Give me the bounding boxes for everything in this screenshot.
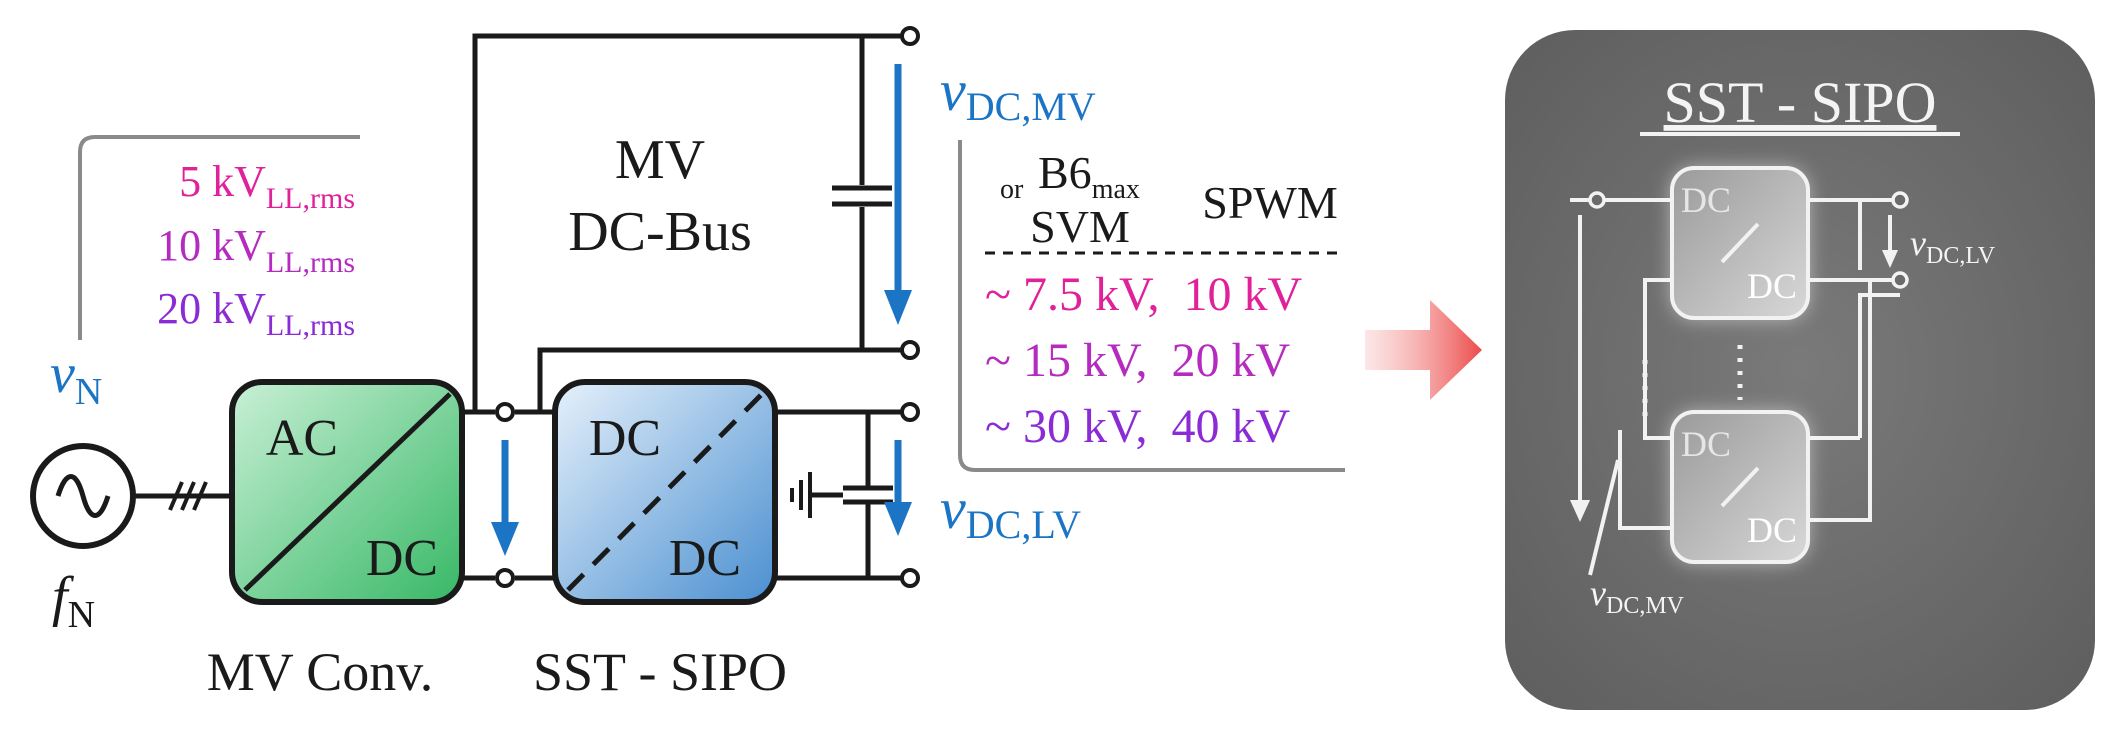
- dc-lv-arrow: [884, 440, 912, 536]
- modulation-table-bracket: [958, 140, 1345, 472]
- mv-converter-label: MV Conv.: [207, 642, 434, 702]
- modulation-row-3: ~ 30 kV, 40 kV: [985, 400, 1290, 453]
- zoom-module-2-bottom-text: DC: [1747, 510, 1797, 550]
- dc-bus-label-line2: DC-Bus: [568, 201, 752, 263]
- dc-lv-voltage-label: vDC,LV: [940, 476, 1081, 547]
- mv-converter-ac-text: AC: [266, 410, 338, 467]
- dc-mv-voltage-label: vDC,MV: [940, 58, 1096, 129]
- sst-sipo-label: SST - SIPO: [533, 642, 787, 702]
- input-voltage-arrow: [491, 440, 519, 556]
- grid-voltage-10kv: 10 kVLL,rms: [157, 221, 355, 279]
- modulation-spwm: SPWM: [1202, 177, 1337, 228]
- modulation-b6max: B6max: [1038, 147, 1140, 205]
- sst-dc-top-text: DC: [589, 410, 661, 467]
- zoom-module-2-top-text: DC: [1681, 424, 1731, 464]
- sst-dc-bottom-text: DC: [669, 530, 741, 587]
- zoom-dc-lv-label: vDC,LV: [1910, 223, 1996, 269]
- mv-converter-dc-text: DC: [366, 530, 438, 587]
- modulation-row-2: ~ 15 kV, 20 kV: [985, 334, 1290, 387]
- zoom-panel-terminals: [1588, 191, 1909, 289]
- modulation-or-text: or: [1000, 174, 1024, 205]
- dc-bus-label-line1: MV: [615, 129, 705, 191]
- zoom-module-1-top-text: DC: [1681, 180, 1731, 220]
- mv-converter-block: [229, 379, 465, 605]
- zoom-module-1: [1670, 166, 1810, 320]
- grid-voltage-bracket: [78, 135, 360, 340]
- zoom-module-1-bottom-text: DC: [1747, 266, 1797, 306]
- zoom-panel-wiring: [1570, 198, 1900, 576]
- three-phase-line: [133, 481, 232, 511]
- sst-sipo-block: [552, 379, 778, 605]
- zoom-arrow: [1365, 300, 1482, 400]
- grid-voltage-label: vN: [50, 343, 102, 413]
- zoom-panel-title: SST - SIPO: [1664, 70, 1937, 135]
- grid-voltage-20kv: 20 kVLL,rms: [157, 284, 355, 342]
- ac-source-symbol: [30, 443, 136, 549]
- zoom-module-2: [1670, 410, 1810, 564]
- dc-bus-wiring: [462, 33, 910, 581]
- dc-mv-arrow: [884, 64, 912, 325]
- dc-bus-terminals: [495, 26, 920, 588]
- modulation-row-1: ~ 7.5 kV, 10 kV: [985, 268, 1302, 321]
- grid-voltage-5kv: 5 kVLL,rms: [179, 157, 355, 215]
- grid-frequency-label: fN: [52, 566, 95, 636]
- modulation-svm: SVM: [1030, 201, 1130, 252]
- zoom-dc-mv-label: vDC,MV: [1590, 573, 1685, 619]
